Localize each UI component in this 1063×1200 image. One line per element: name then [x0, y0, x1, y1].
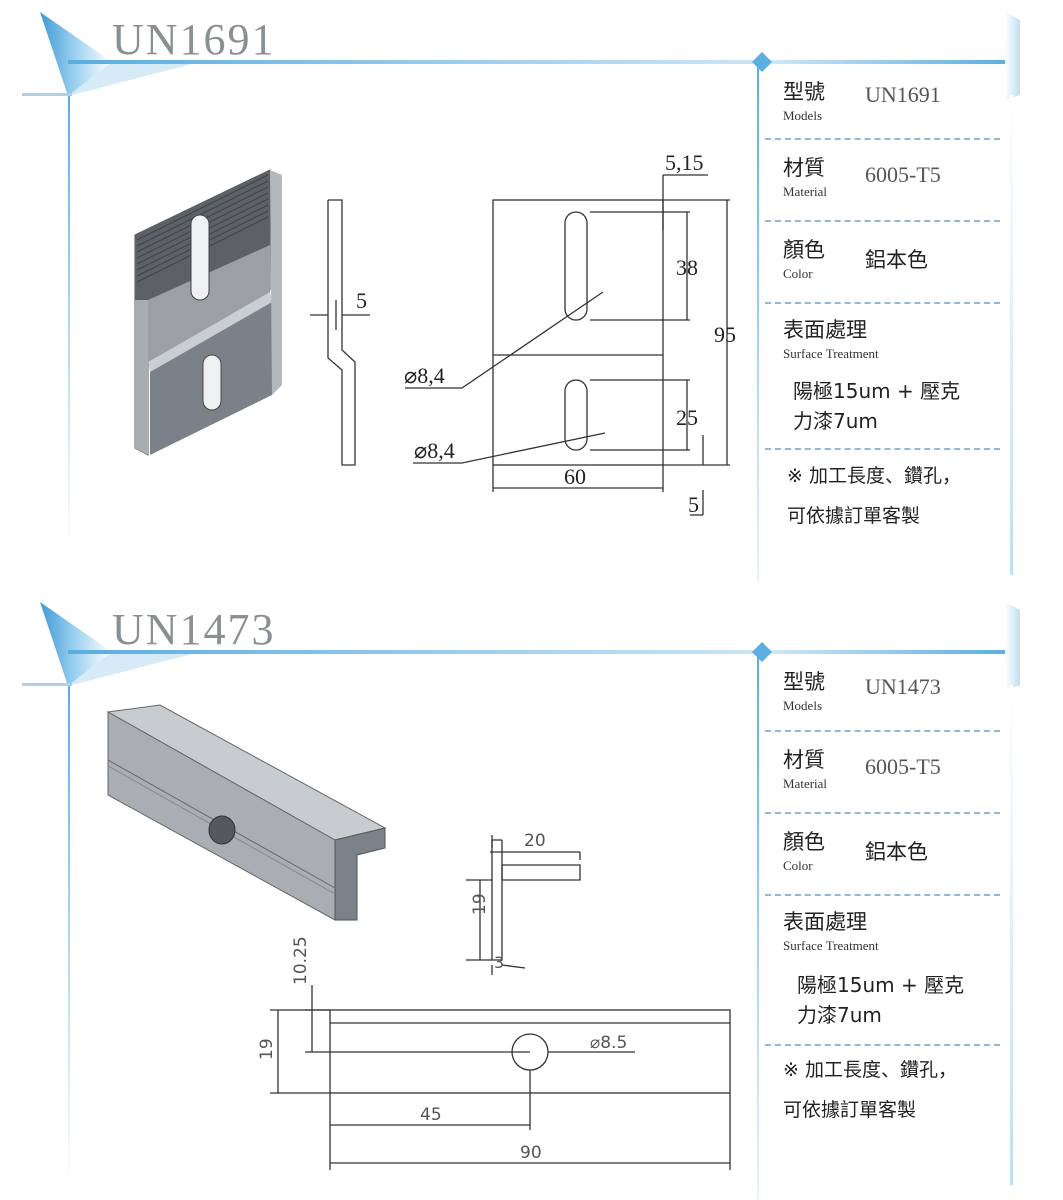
label-material-zh: 材質: [783, 156, 825, 180]
angle-3d-view: [106, 704, 387, 921]
dim-19-profile: 19: [470, 893, 490, 915]
label-color-zh: 顏色: [783, 830, 825, 854]
label-surface-zh: 表面處理: [783, 318, 867, 342]
spec-material: 材質 Material 6005-T5: [765, 140, 1000, 222]
dim-hole-2: ⌀8,4: [414, 438, 455, 463]
dim-1025: 10.25: [291, 936, 311, 985]
spec-models: 型號 Models UN1691: [765, 70, 1000, 140]
product-section-un1473: UN1473 20 19 3: [0, 590, 1063, 1200]
value-model: UN1473: [865, 674, 941, 699]
note-line-1: ※ 加工長度、鑽孔，: [783, 1059, 957, 1081]
label-material-en: Material: [783, 776, 828, 791]
spec-surface: 表面處理 Surface Treatment 陽極15um + 壓克 力漆7um: [765, 896, 1000, 1046]
spec-panel: 型號 Models UN1691 材質 Material 6005-T5 顏色 …: [765, 70, 1000, 536]
spec-color: 顏色 Color 鋁本色: [765, 222, 1000, 304]
label-color-en: Color: [783, 858, 813, 873]
left-accent-line: [68, 686, 70, 1186]
note-line-1: ※ 加工長度、鑽孔，: [787, 465, 961, 487]
label-surface-zh: 表面處理: [783, 910, 867, 934]
header-band: [22, 602, 1020, 690]
dim-38: 38: [676, 255, 698, 280]
spec-material: 材質 Material 6005-T5: [765, 732, 1000, 814]
label-surface-en: Surface Treatment: [783, 938, 879, 953]
front-plate-view: [405, 174, 730, 516]
spec-models: 型號 Models UN1473: [765, 662, 1000, 732]
dim-90: 90: [520, 1143, 542, 1163]
right-accent-line: [1010, 685, 1013, 1185]
dim-95: 95: [714, 322, 736, 347]
dim-hole: ⌀8.5: [590, 1033, 627, 1053]
spec-panel: 型號 Models UN1473 材質 Material 6005-T5 顏色 …: [765, 662, 1000, 1130]
right-accent-line: [1010, 95, 1013, 575]
surface-line-2: 力漆7um: [797, 1003, 882, 1027]
divider-line: [757, 62, 759, 582]
dim-5-side: 5: [356, 288, 367, 313]
dim-3: 3: [494, 953, 504, 972]
angle-profile-view: [466, 835, 581, 975]
dim-25: 25: [676, 405, 698, 430]
product-title: UN1691: [112, 15, 276, 64]
value-model: UN1691: [865, 82, 941, 107]
note-line-2: 可依據訂單客製: [787, 505, 921, 527]
surface-line-2: 力漆7um: [793, 409, 878, 433]
dim-45: 45: [420, 1105, 442, 1125]
divider-line: [757, 652, 759, 1200]
surface-line-1: 陽極15um + 壓克: [793, 379, 961, 403]
label-color-en: Color: [783, 266, 813, 281]
label-models-zh: 型號: [783, 80, 825, 104]
dim-5-bottom: 5: [688, 492, 699, 517]
dim-hole-1: ⌀8,4: [404, 363, 445, 388]
label-material-en: Material: [783, 184, 828, 199]
spec-surface: 表面處理 Surface Treatment 陽極15um + 壓克 力漆7um: [765, 304, 1000, 450]
surface-line-1: 陽極15um + 壓克: [797, 973, 965, 997]
product-section-un1691: UN1691: [0, 0, 1063, 582]
value-material: 6005-T5: [865, 754, 941, 779]
note-line-2: 可依據訂單客製: [783, 1099, 917, 1121]
header-band: [22, 12, 1020, 100]
value-color: 鋁本色: [865, 840, 928, 864]
dim-19-plate: 19: [257, 1038, 277, 1060]
label-models-en: Models: [783, 698, 822, 713]
spec-note: ※ 加工長度、鑽孔， 可依據訂單客製: [765, 1046, 1000, 1130]
plate-view: [270, 985, 731, 1170]
product-title: UN1473: [112, 605, 276, 654]
value-material: 6005-T5: [865, 162, 941, 187]
left-accent-line: [68, 96, 70, 546]
side-profile-view: [310, 199, 370, 466]
dim-515: 5,15: [665, 150, 704, 175]
spec-color: 顏色 Color 鋁本色: [765, 814, 1000, 896]
spec-note: ※ 加工長度、鑽孔， 可依據訂單客製: [765, 450, 1000, 536]
label-color-zh: 顏色: [783, 238, 825, 262]
dim-60: 60: [564, 464, 586, 489]
technical-drawing: 20 19 3 10.25 19 ⌀8.5 45 90: [106, 704, 731, 1170]
technical-drawing: 5 5,1: [134, 150, 736, 517]
label-material-zh: 材質: [783, 748, 825, 772]
dim-20: 20: [524, 831, 546, 851]
value-color: 鋁本色: [865, 248, 928, 272]
label-models-en: Models: [783, 108, 822, 123]
label-surface-en: Surface Treatment: [783, 346, 879, 361]
label-models-zh: 型號: [783, 670, 825, 694]
bracket-3d-view: [134, 169, 282, 456]
